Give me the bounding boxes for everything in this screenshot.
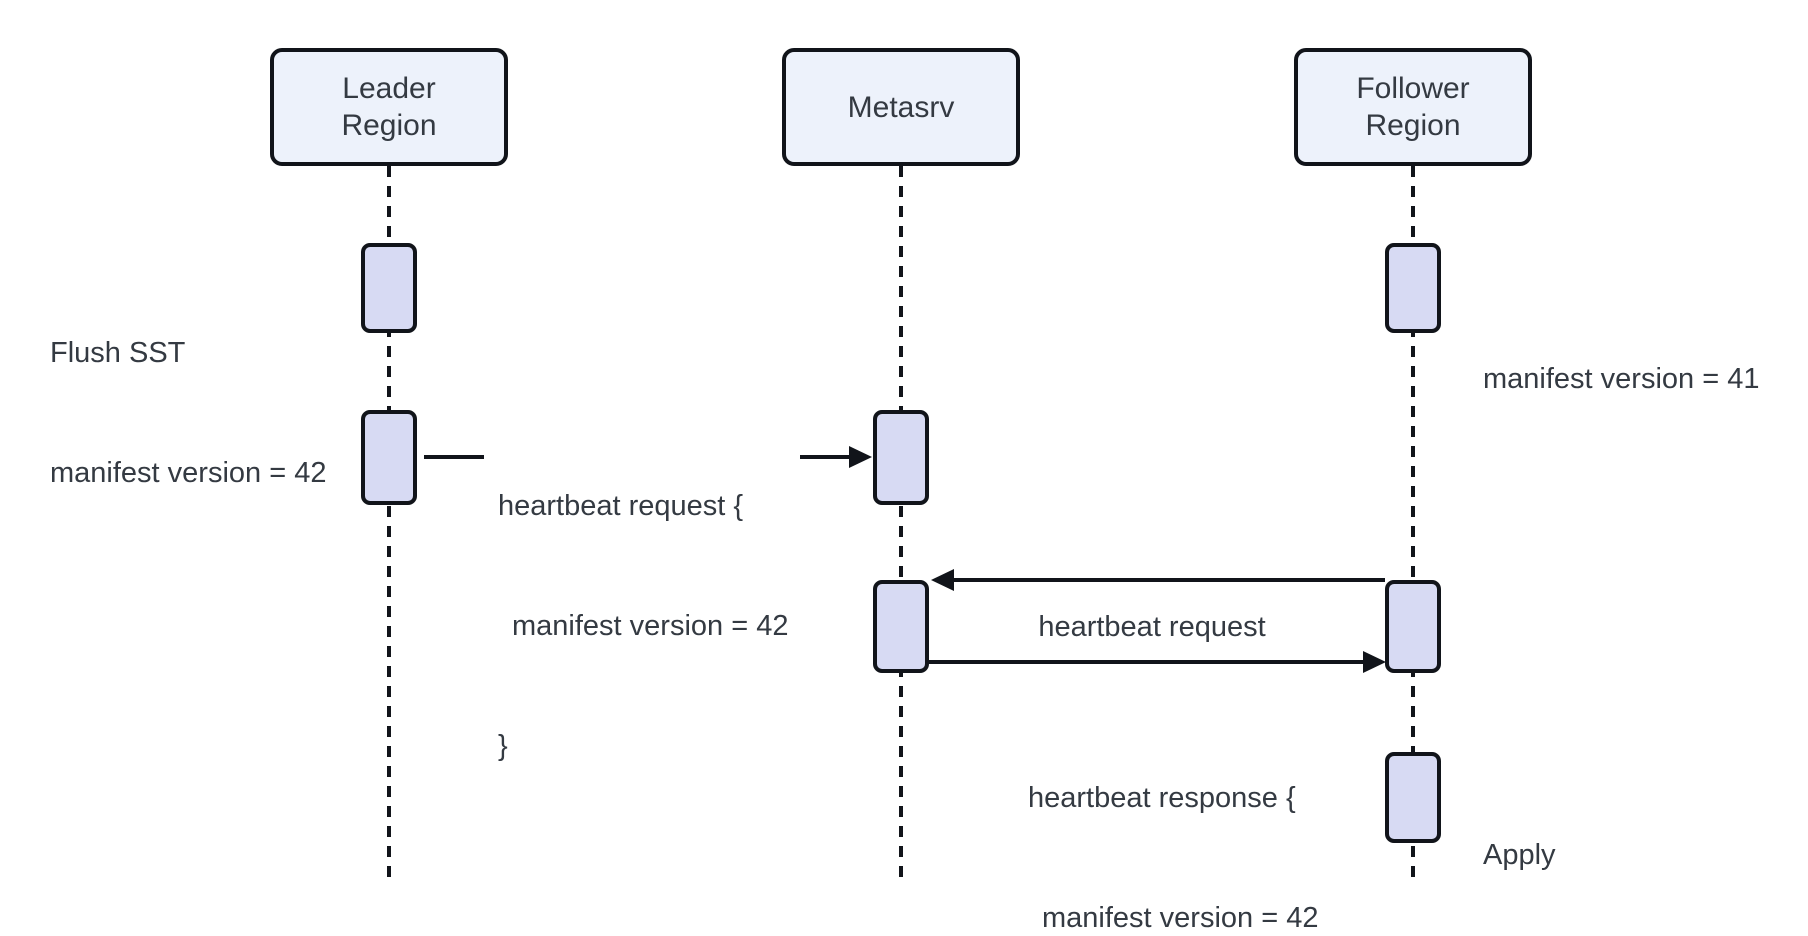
note-manifest-41: manifest version = 41	[1483, 363, 1760, 395]
message-heartbeat-response-label: heartbeat response { manifest version = …	[1028, 782, 1319, 934]
activation-follower-manifest	[1385, 243, 1441, 333]
activation-leader-heartbeat	[361, 410, 417, 505]
message-leader-heartbeat-label: heartbeat request { manifest version = 4…	[498, 490, 789, 762]
participant-leader-region: Leader Region	[270, 48, 508, 166]
message-follower-heartbeat-line	[953, 578, 1385, 582]
note-flush-sst: Flush SST manifest version = 42	[50, 337, 327, 489]
participant-label: Region	[341, 109, 437, 142]
participant-label: Follower	[1356, 72, 1470, 105]
participant-label: Region	[1365, 109, 1461, 142]
note-apply: Apply manifest version = 42	[1483, 839, 1556, 871]
lifeline-leader-region	[387, 166, 391, 880]
participant-follower-region: Follower Region	[1294, 48, 1532, 166]
message-follower-heartbeat-label: heartbeat request	[1038, 611, 1266, 643]
activation-leader-flush	[361, 243, 417, 333]
activation-follower-heartbeat	[1385, 580, 1441, 673]
message-follower-heartbeat-arrowhead-icon	[931, 569, 954, 591]
activation-metasrv-heartbeat-1	[873, 410, 929, 505]
activation-follower-apply	[1385, 752, 1441, 843]
participant-metasrv: Metasrv	[782, 48, 1020, 166]
participant-label: Leader	[342, 72, 436, 105]
message-leader-heartbeat-line-end	[800, 455, 852, 459]
activation-metasrv-heartbeat-2	[873, 580, 929, 673]
message-leader-heartbeat-line-start	[424, 455, 484, 459]
message-leader-heartbeat-arrowhead-icon	[849, 446, 872, 468]
participant-label: Metasrv	[847, 90, 955, 124]
lifeline-follower-region	[1411, 166, 1415, 880]
message-heartbeat-response-line	[929, 660, 1364, 664]
lifeline-metasrv	[899, 166, 903, 880]
message-heartbeat-response-arrowhead-icon	[1363, 651, 1386, 673]
